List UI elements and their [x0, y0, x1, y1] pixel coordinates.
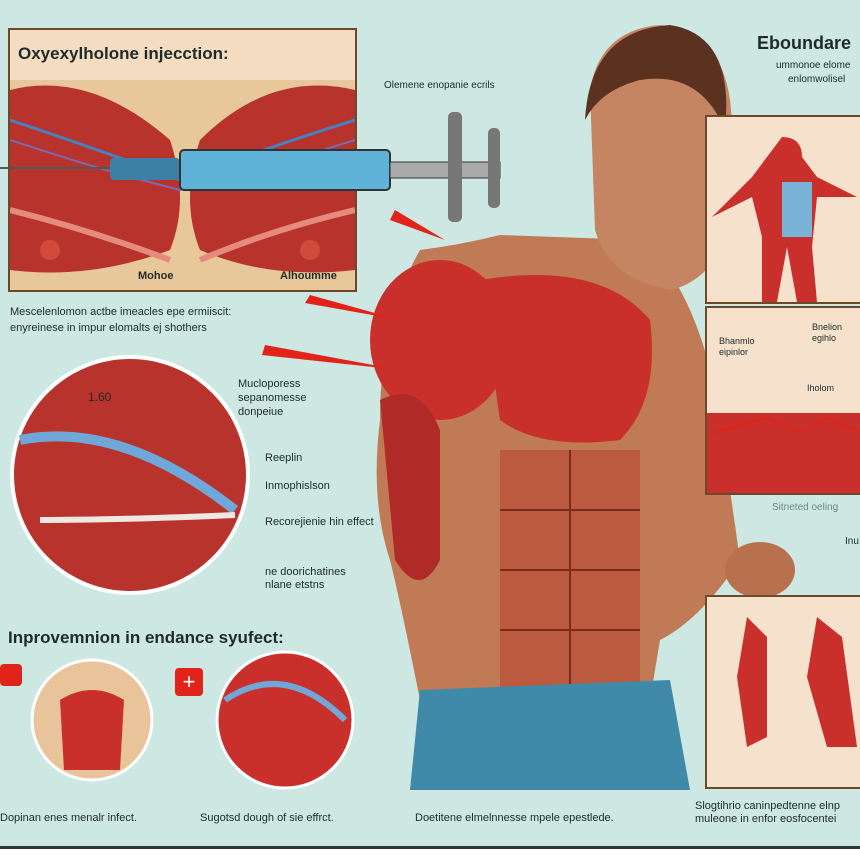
right-subtitle-1: ummonoe elome: [776, 60, 851, 71]
label-right: Alhoumme: [280, 270, 337, 282]
chart-label: Bhanmlo eipinlor: [719, 336, 755, 357]
detail-label: Reeplin: [265, 452, 303, 464]
detail-label: Inmophislson: [265, 480, 330, 492]
bottom-caption: Slogtihrio caninpedtenne elnp muleone in…: [695, 800, 840, 826]
right-subtitle-2: enlomwolisel: [788, 74, 846, 85]
callout-top-2: sepanomesse: [238, 392, 307, 404]
svg-text:+: +: [183, 669, 196, 694]
full-body-panel: [705, 595, 860, 789]
bottom-caption: Dopinan enes menalr infect.: [0, 812, 137, 824]
right-title: Eboundare: [757, 33, 852, 53]
syringe: [0, 112, 501, 222]
left-caption-1: Mescelenlomon actbe imeacles epe ermiisc…: [10, 306, 232, 318]
callout-top-3: donpeiue: [238, 406, 284, 418]
arm-muscle: [380, 394, 440, 580]
label-left: Mohoe: [138, 270, 174, 282]
chart-label: Bnelion egihlo: [812, 322, 843, 343]
detail-label: Recorejienie hin effect: [265, 516, 374, 528]
shoulder-closeup-circle: [215, 650, 355, 790]
muscle-detail-circle: [10, 355, 250, 595]
circle-number: 1.60: [88, 390, 112, 404]
chest-muscle: [480, 275, 652, 443]
section-heading: Inprovemnion in endance syufect:: [8, 628, 284, 647]
callout-top-1: Mucloporess: [238, 378, 301, 390]
anatomy-panel: [705, 115, 860, 304]
panel-title: Oxyexylholone injecction:: [18, 44, 229, 63]
status-text: Sitneted oeling: [772, 502, 839, 513]
left-caption-2: enyreinese in impur elomalts ej shothers: [10, 322, 207, 334]
chart-panel: Bhanmlo eipinlor Bnelion egihlo Iholom: [705, 306, 860, 495]
shorts: [410, 680, 690, 790]
red-arrows: [262, 210, 445, 370]
plus-badge-icon: [175, 668, 203, 696]
hair: [585, 25, 727, 130]
heart-badge-icon: [0, 664, 22, 686]
fist-label: Inu: [845, 536, 859, 547]
fist: [725, 542, 795, 598]
chart-label: Iholom: [807, 383, 835, 393]
syringe-label: Olemene enopanie ecrils: [384, 80, 495, 91]
shoulder-muscle: [370, 260, 510, 420]
bottom-caption: Sugotsd dough of sie effrct.: [200, 812, 334, 824]
bottom-caption: Doetitene elmelnnesse mpele epestlede.: [415, 812, 614, 824]
detail-label: ne doorichatines nlane etstns: [265, 566, 346, 592]
